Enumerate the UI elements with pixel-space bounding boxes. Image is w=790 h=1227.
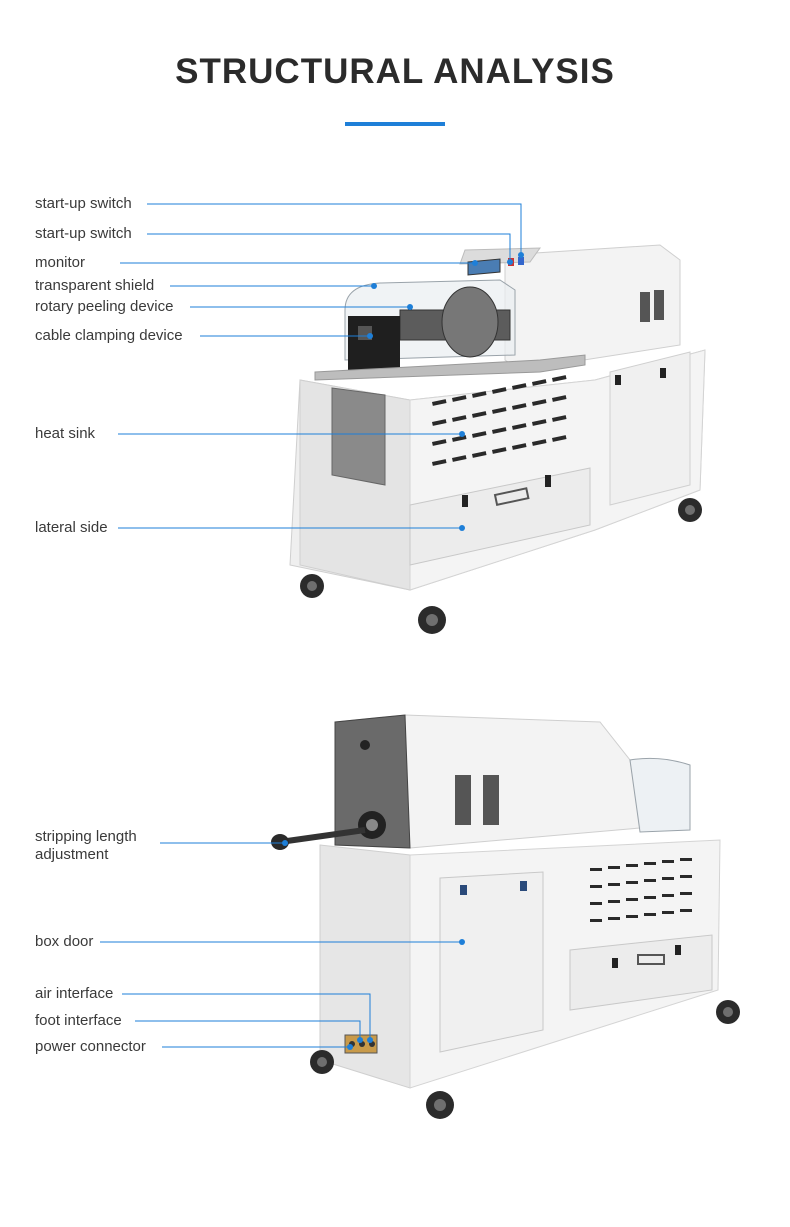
label-transparent-shield: transparent shield — [35, 277, 155, 294]
label-cable-clamping-device: cable clamping device — [35, 327, 183, 344]
label-start-up-switch-2: start-up switch — [35, 225, 132, 242]
page-title: STRUCTURAL ANALYSIS — [175, 52, 615, 91]
label-box-door: box door — [35, 933, 94, 950]
label-stripping-length: stripping length — [35, 828, 137, 845]
top-callout-dots — [367, 252, 524, 531]
label-air-interface: air interface — [35, 985, 114, 1002]
label-power-connector: power connector — [35, 1038, 146, 1055]
top-callout-lines — [118, 203, 522, 529]
label-lateral-side: lateral side — [35, 519, 108, 536]
label-start-up-switch-1: start-up switch — [35, 195, 132, 212]
rear-machine-image — [271, 714, 740, 1119]
label-foot-interface: foot interface — [35, 1012, 122, 1029]
bottom-callout-dots — [282, 840, 465, 1050]
label-monitor: monitor — [35, 254, 86, 271]
front-machine-image — [289, 244, 706, 634]
title-underline — [345, 122, 445, 126]
label-rotary-peeling-device: rotary peeling device — [35, 298, 174, 315]
label-adjustment: adjustment — [35, 846, 109, 863]
label-heat-sink: heat sink — [35, 425, 96, 442]
bottom-callout-lines — [100, 842, 462, 1048]
